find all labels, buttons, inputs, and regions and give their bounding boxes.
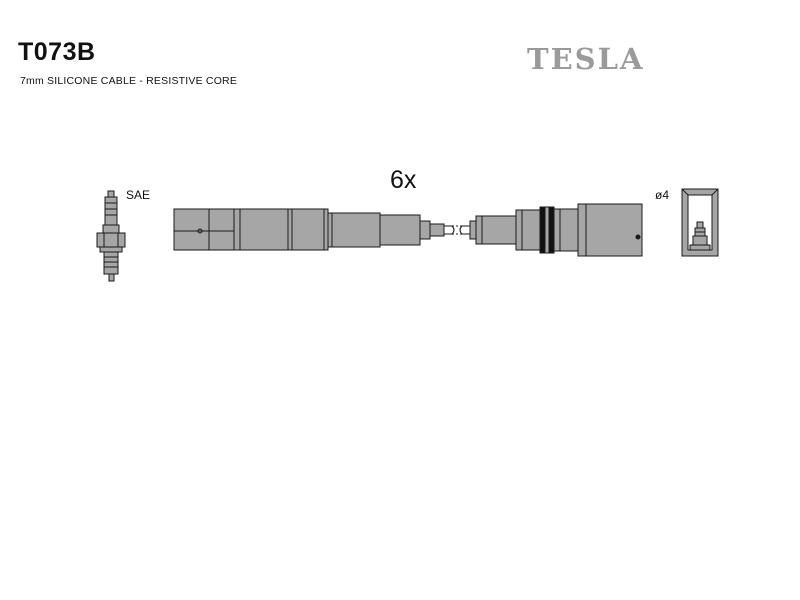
terminal-cross-section — [681, 188, 719, 257]
cable-description: 7mm SILICONE CABLE - RESISTIVE CORE — [20, 75, 238, 87]
cable-break — [444, 225, 471, 235]
terminal-size-label: ø4 — [655, 188, 670, 202]
quantity-label: 6x — [390, 166, 417, 194]
boot-shaft — [327, 212, 445, 248]
spark-plug-standard-label: SAE — [126, 188, 151, 202]
coil-boot — [469, 203, 643, 257]
part-code: T073B — [18, 38, 96, 66]
plug-boot — [173, 208, 329, 251]
spark-plug-icon — [96, 190, 126, 282]
brand-logo: TESLA — [527, 42, 645, 76]
